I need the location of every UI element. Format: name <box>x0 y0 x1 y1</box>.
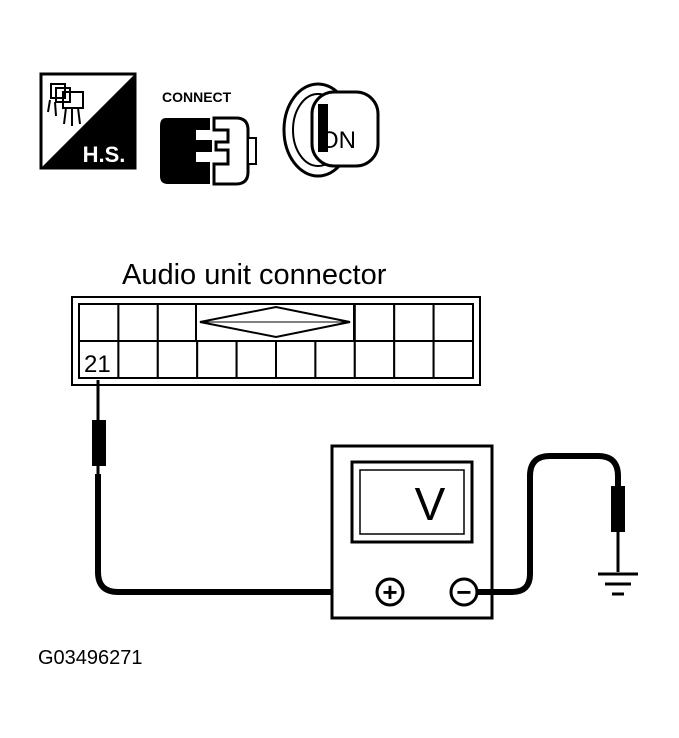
figure-id: G03496271 <box>38 647 143 669</box>
negative-symbol: − <box>456 577 471 607</box>
positive-terminal-icon: + <box>375 577 405 607</box>
audio-unit-connector: 21 <box>71 296 481 386</box>
hs-label: H.S. <box>83 142 126 167</box>
connector-terminal-cell <box>393 303 435 342</box>
key-on-label: ON <box>320 127 356 154</box>
connector-terminal-cell <box>196 340 238 379</box>
connector-terminal-cell <box>156 340 199 379</box>
terminal-21-label: 21 <box>84 351 111 378</box>
connector-plug-icon <box>160 118 212 184</box>
connector-terminal-cell <box>432 340 475 379</box>
positive-test-lead <box>95 474 374 595</box>
connect-icon: CONNECT <box>160 89 257 186</box>
connector-terminal-cell <box>393 340 435 379</box>
negative-test-lead <box>477 453 621 595</box>
connect-label: CONNECT <box>162 89 232 105</box>
connector-terminal-cell <box>78 340 120 379</box>
harness-icon <box>47 83 84 126</box>
connector-socket-icon <box>212 116 250 186</box>
ground-icon <box>598 572 638 596</box>
positive-symbol: + <box>382 577 397 607</box>
connector-terminal-cell <box>353 340 396 379</box>
negative-test-probe <box>611 486 625 572</box>
connector-terminal-cell <box>235 340 278 379</box>
connector-terminal-cell <box>314 340 356 379</box>
connector-terminal-cell <box>353 303 396 342</box>
connector-terminal-cell <box>117 340 159 379</box>
negative-terminal-icon: − <box>449 577 479 607</box>
hs-icon: H.S. <box>39 72 137 170</box>
connector-terminal-cell <box>117 303 159 342</box>
connector-key <box>195 303 355 342</box>
ignition-key-icon: ON <box>282 82 380 178</box>
positive-test-probe <box>92 380 106 474</box>
voltmeter-display: V <box>415 478 446 530</box>
connector-terminal-cell <box>156 303 199 342</box>
connector-title: Audio unit connector <box>122 259 387 291</box>
connector-terminal-cell <box>432 303 475 342</box>
connector-terminal-cell <box>275 340 317 379</box>
connector-terminal-cell <box>78 303 120 342</box>
voltmeter: V + − <box>330 444 494 620</box>
